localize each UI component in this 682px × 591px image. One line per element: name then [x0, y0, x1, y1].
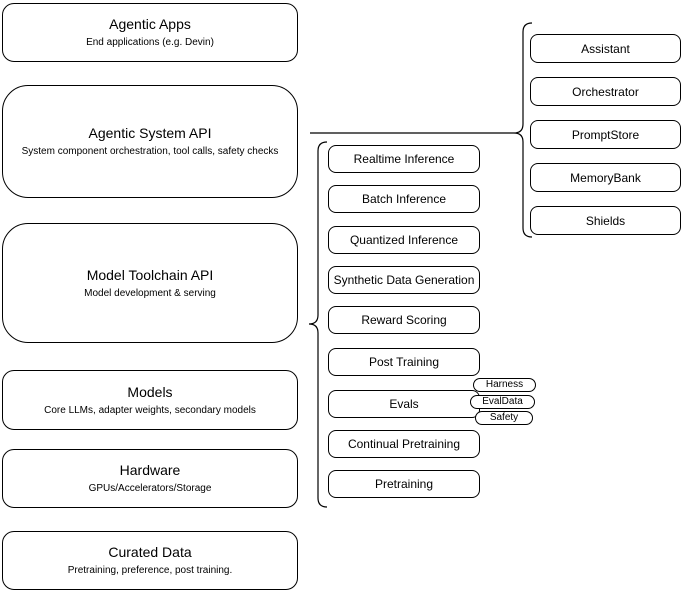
box-subtitle: GPUs/Accelerators/Storage [88, 483, 212, 494]
box-realtime-inference: Realtime Inference [328, 145, 480, 173]
box-curated-data: Curated Data Pretraining, preference, po… [2, 531, 298, 590]
box-subtitle: Pretraining, preference, post training. [67, 565, 233, 576]
box-shields: Shields [530, 206, 681, 235]
box-title: Agentic Apps [109, 16, 191, 32]
box-post-training: Post Training [328, 348, 480, 376]
box-title: Model Toolchain API [86, 266, 214, 283]
box-subtitle: Model development & serving [84, 287, 216, 299]
box-reward-scoring: Reward Scoring [328, 306, 480, 334]
box-quantized-inference: Quantized Inference [328, 226, 480, 254]
box-models: Models Core LLMs, adapter weights, secon… [2, 370, 298, 430]
box-promptstore: PromptStore [530, 120, 681, 149]
box-pretraining: Pretraining [328, 470, 480, 498]
box-title: Models [127, 383, 173, 400]
toolchain-group-brace [308, 141, 328, 508]
box-title: Hardware [119, 462, 181, 478]
box-evals: Evals [328, 390, 480, 418]
box-agentic-system-api: Agentic System API System component orch… [2, 85, 298, 198]
box-subtitle: End applications (e.g. Devin) [86, 37, 214, 48]
box-batch-inference: Batch Inference [328, 185, 480, 213]
box-subtitle: System component orchestration, tool cal… [21, 146, 279, 157]
box-model-toolchain-api: Model Toolchain API Model development & … [2, 223, 298, 343]
box-continual-pretraining: Continual Pretraining [328, 430, 480, 458]
box-assistant: Assistant [530, 34, 681, 63]
box-title: Curated Data [108, 544, 192, 560]
badge-harness: Harness [473, 378, 536, 392]
box-subtitle: Core LLMs, adapter weights, secondary mo… [44, 404, 256, 416]
box-agentic-apps: Agentic Apps End applications (e.g. Devi… [2, 3, 298, 62]
box-hardware: Hardware GPUs/Accelerators/Storage [2, 449, 298, 508]
box-title: Agentic System API [88, 125, 212, 141]
badge-safety: Safety [475, 411, 533, 425]
box-memorybank: MemoryBank [530, 163, 681, 192]
box-synthetic-data-generation: Synthetic Data Generation [328, 266, 480, 294]
box-orchestrator: Orchestrator [530, 77, 681, 106]
badge-evaldata: EvalData [470, 395, 535, 409]
